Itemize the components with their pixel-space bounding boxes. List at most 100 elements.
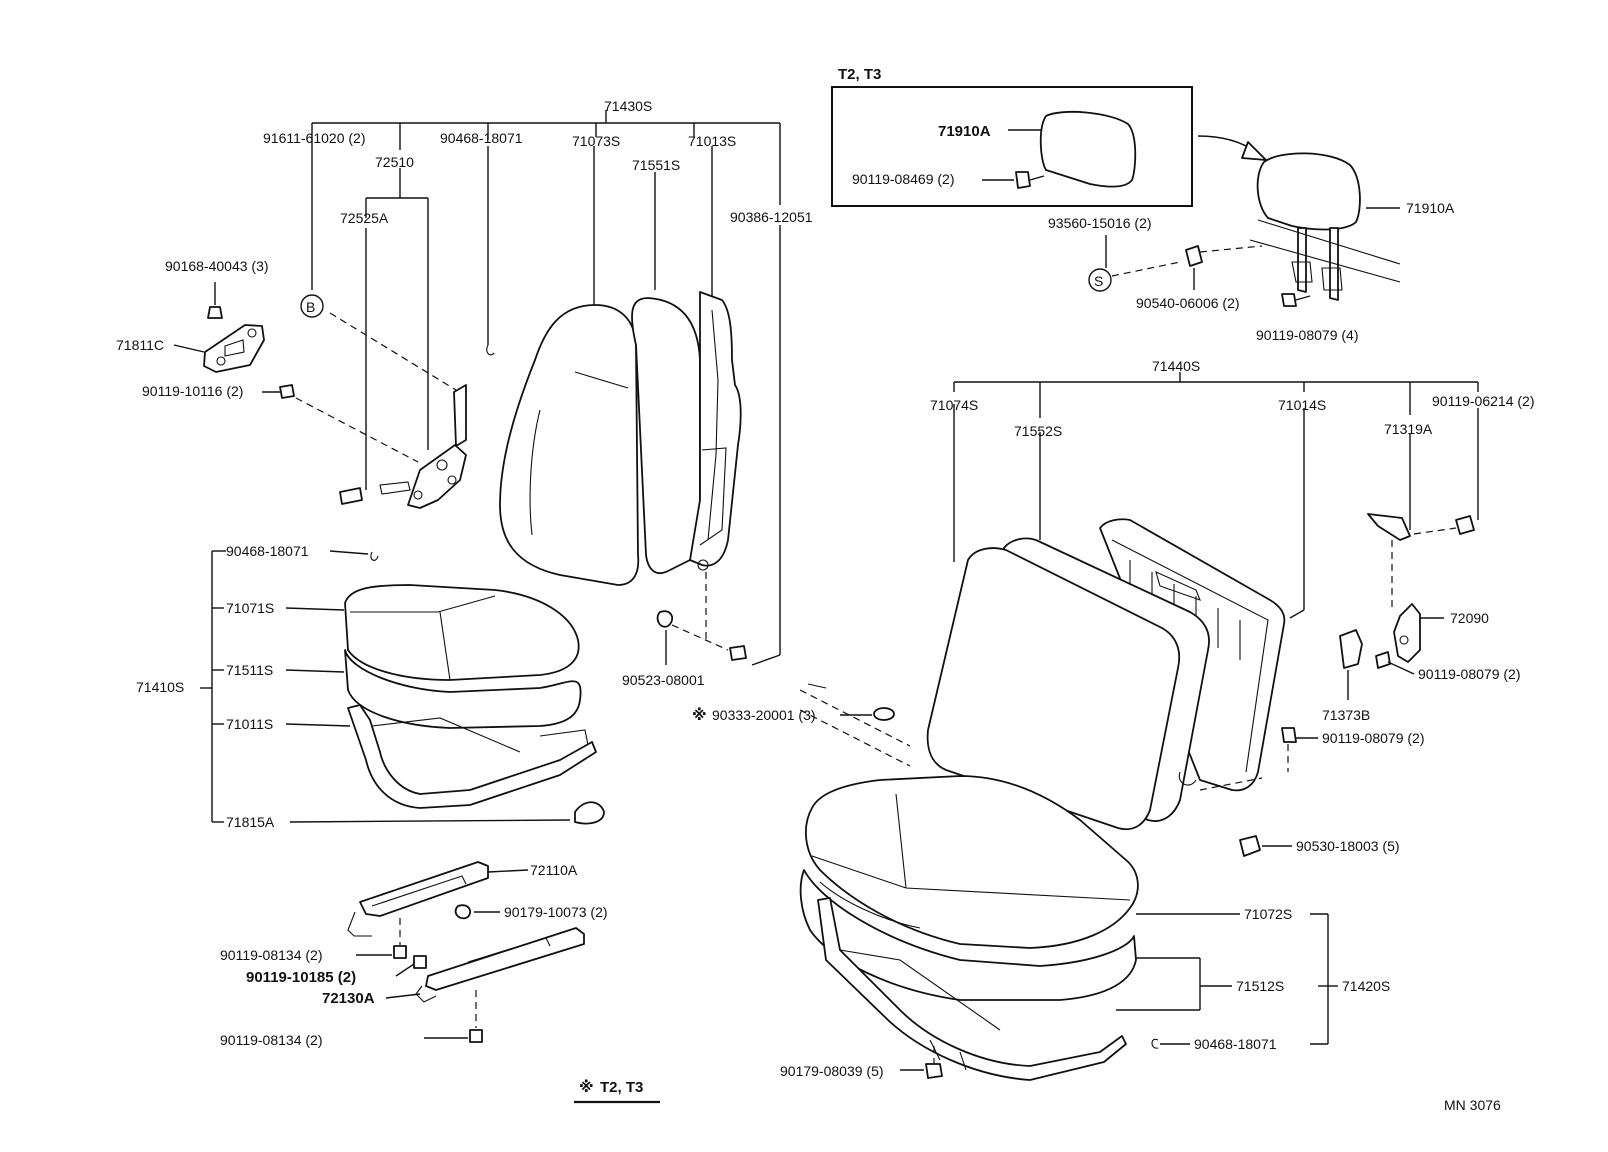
recliner-72525a — [407, 444, 467, 509]
bolt-90119-06214 — [1455, 515, 1475, 535]
seat-cushion-frame — [347, 704, 597, 809]
label-71014S: 71014S — [1278, 397, 1326, 413]
label-71440S: 71440S — [1152, 358, 1200, 374]
ref-mark-bottom-glyph: ※ — [579, 1078, 594, 1096]
nut-90179-08039 — [925, 1063, 943, 1079]
rear-seat-cushion-callouts — [1116, 913, 1338, 1045]
label-72510: 72510 — [375, 154, 414, 170]
rear-seatback-cover — [926, 547, 1181, 831]
rear-seat-back-callouts — [953, 372, 1479, 619]
seatback-cover — [499, 304, 640, 586]
label-90386-12051: 90386-12051 — [730, 209, 813, 225]
label-71011S: 71011S — [226, 716, 273, 732]
rear-cushion-pad — [799, 869, 1137, 1001]
label-71319A: 71319A — [1384, 421, 1433, 437]
label-71552S: 71552S — [1014, 423, 1062, 439]
label-71551S: 71551S — [632, 157, 680, 173]
label-71815A: 71815A — [226, 814, 275, 830]
seat-track-72130a — [425, 927, 585, 991]
hinge-72090 — [1393, 603, 1421, 663]
label-90119-08134-a: 90119-08134 (2) — [220, 947, 322, 963]
label-90523-08001: 90523-08001 — [622, 672, 705, 688]
clip-90530 — [1239, 835, 1261, 857]
label-71512S: 71512S — [1236, 978, 1284, 994]
label-90168-40043: 90168-40043 (3) — [165, 258, 269, 274]
label-71811C: 71811C — [116, 337, 164, 353]
reference-circle-s-text: S — [1094, 273, 1103, 289]
label-90468-18071-a: 90468-18071 — [440, 130, 523, 146]
front-seat-cushion-callouts — [200, 550, 571, 823]
bracket-71811c — [203, 324, 265, 373]
bolt-90119-08134-b — [469, 1029, 483, 1043]
seat-cushion-cover — [344, 584, 580, 681]
label-90540-06006: 90540-06006 (2) — [1136, 295, 1240, 311]
label-90119-08079-2a: 90119-08079 (2) — [1418, 666, 1520, 682]
label-mn-3076: MN 3076 — [1444, 1097, 1501, 1113]
label-90530-18003: 90530-18003 (5) — [1296, 838, 1400, 854]
bracket-71373b — [1339, 629, 1363, 669]
label-71073S: 71073S — [572, 133, 620, 149]
bolt-90119-10116 — [279, 384, 295, 399]
label-90119-08469: 90119-08469 (2) — [852, 171, 954, 187]
bolt-90119-10185 — [413, 955, 427, 969]
label-90468-18071-b: 90468-18071 — [226, 543, 309, 559]
label-71420S: 71420S — [1342, 978, 1390, 994]
bushing-90540 — [1185, 245, 1203, 267]
label-90119-10116: 90119-10116 (2) — [142, 383, 243, 399]
arrow-head — [1241, 141, 1267, 161]
bolt-90119-08469 — [1015, 171, 1031, 189]
ref-mark-90333: ※ — [692, 706, 707, 724]
label-72090: 72090 — [1450, 610, 1489, 626]
t2-t3-box — [831, 86, 1193, 207]
label-72110A: 72110A — [530, 862, 578, 878]
bolt-90119-08079-b — [1281, 727, 1297, 743]
bolt-90119-08079-a — [1375, 651, 1391, 669]
front-seat-back-callouts — [311, 110, 781, 666]
label-71910A: 71910A — [1406, 200, 1455, 216]
label-93560-15016: 93560-15016 (2) — [1048, 215, 1152, 231]
label-91611-61020: 91611-61020 (2) — [263, 130, 365, 146]
label-90119-08134-b: 90119-08134 (2) — [220, 1032, 322, 1048]
label-71410S: 71410S — [136, 679, 184, 695]
label-71074S: 71074S — [930, 397, 978, 413]
bolt-90386 — [729, 645, 747, 661]
seat-cushion-pad — [344, 649, 582, 729]
label-72525A: 72525A — [340, 210, 389, 226]
label-90333-20001: 90333-20001 (3) — [712, 707, 816, 723]
label-72130A: 72130A — [322, 990, 375, 1007]
bolt-90119-08079-4 — [1281, 293, 1297, 307]
headrest-box — [1039, 111, 1137, 188]
bolt-90168 — [207, 306, 223, 319]
label-71373B: 71373B — [1322, 707, 1370, 723]
label-90468-18071-c: 90468-18071 — [1194, 1036, 1277, 1052]
cover-71815a — [574, 801, 605, 825]
label-90179-10073: 90179-10073 (2) — [504, 904, 608, 920]
reference-circle-s — [1088, 268, 1112, 292]
label-ref-t2-t3: T2, T3 — [600, 1079, 643, 1096]
rear-cushion-frame — [817, 897, 1127, 1081]
label-71910A-box: 71910A — [938, 123, 991, 140]
reference-circle-b-text: B — [306, 299, 315, 315]
rear-cushion-cover — [805, 775, 1139, 949]
label-71072S: 71072S — [1244, 906, 1292, 922]
label-71071S: 71071S — [226, 600, 274, 616]
reference-circle-b — [300, 294, 324, 318]
label-90119-08079-2b: 90119-08079 (2) — [1322, 730, 1424, 746]
label-90119-10185: 90119-10185 (2) — [246, 969, 356, 986]
label-90179-08039: 90179-08039 (5) — [780, 1063, 884, 1079]
seatback-frame — [689, 291, 742, 567]
nut-90523 — [656, 610, 674, 628]
headrest-71910a — [1256, 152, 1361, 231]
label-71013S: 71013S — [688, 133, 736, 149]
label-71430S: 71430S — [604, 98, 652, 114]
label-71511S: 71511S — [226, 662, 273, 678]
seatback-pad — [631, 297, 702, 575]
plug-90333 — [873, 707, 895, 721]
label-90119-08079-4: 90119-08079 (4) — [1256, 327, 1358, 343]
label-90119-06214: 90119-06214 (2) — [1432, 393, 1534, 409]
label-box-t2-t3: T2, T3 — [838, 66, 881, 83]
hinge-71319a — [1367, 513, 1411, 541]
bolt-90119-08134-a — [393, 945, 407, 959]
nut-90179-10073 — [454, 904, 472, 920]
